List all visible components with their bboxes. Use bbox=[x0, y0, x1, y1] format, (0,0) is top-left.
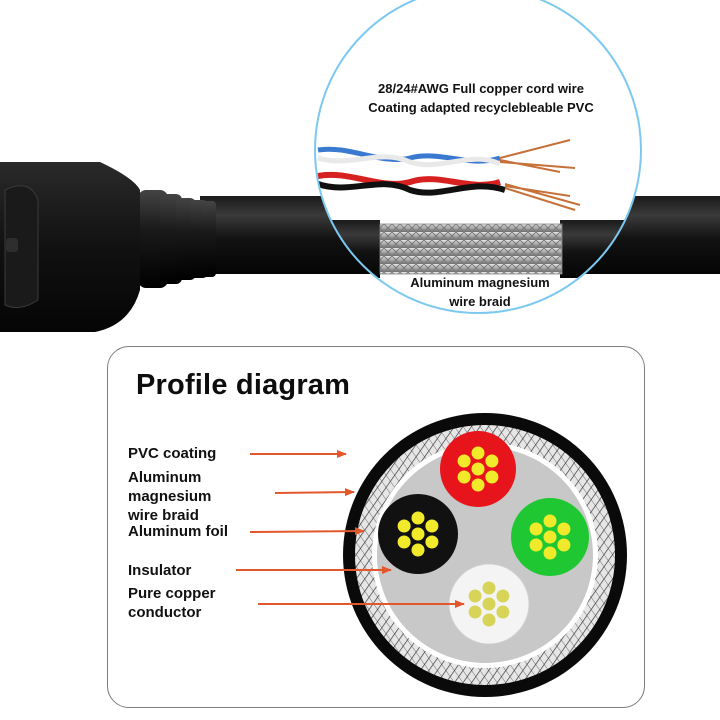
label-line: Insulator bbox=[128, 562, 192, 579]
copper-strand bbox=[496, 605, 510, 619]
copper-strand bbox=[529, 538, 543, 552]
label-line: PVC coating bbox=[128, 445, 217, 462]
profile-diagram-panel: Profile diagram PVC coating Aluminum mag… bbox=[107, 346, 645, 708]
twisted-wires bbox=[317, 139, 581, 211]
label-line: Aluminum bbox=[128, 469, 202, 486]
callout-line-2: Coating adapted recyclebleable PVC bbox=[368, 100, 594, 115]
copper-strand bbox=[543, 530, 557, 544]
copper-strand bbox=[482, 597, 496, 611]
braid-label-line-2: wire braid bbox=[449, 294, 511, 309]
label-line: Aluminum foil bbox=[128, 523, 228, 540]
cable-cross-section bbox=[236, 413, 627, 697]
copper-strand bbox=[457, 470, 471, 484]
copper-strand bbox=[457, 454, 471, 468]
callout-border bbox=[314, 0, 642, 314]
copper-strand bbox=[411, 511, 425, 525]
copper-strand bbox=[485, 454, 499, 468]
copper-strand bbox=[411, 527, 425, 541]
strain-relief bbox=[138, 190, 216, 288]
magnified-callout bbox=[314, 0, 642, 314]
copper-strand bbox=[468, 605, 482, 619]
copper-strand bbox=[482, 581, 496, 595]
copper-strand bbox=[425, 535, 439, 549]
profile-title: Profile diagram bbox=[136, 369, 351, 401]
copper-strand bbox=[557, 538, 571, 552]
braid-section bbox=[380, 224, 562, 274]
copper-strand bbox=[471, 478, 485, 492]
label-aluminum-foil: Aluminum foil bbox=[128, 522, 228, 541]
callout-braid-label: Aluminum magnesium wire braid bbox=[385, 273, 575, 311]
copper-strand bbox=[485, 470, 499, 484]
copper-strand bbox=[557, 522, 571, 536]
label-pvc-coating: PVC coating bbox=[128, 444, 216, 463]
label-line: magnesium bbox=[128, 488, 212, 505]
callout-wire-spec: 28/24#AWG Full copper cord wire Coating … bbox=[318, 79, 644, 117]
copper-strand bbox=[397, 535, 411, 549]
copper-strand bbox=[425, 519, 439, 533]
copper-strand bbox=[543, 514, 557, 528]
callout-arrows bbox=[236, 450, 465, 608]
copper-strand bbox=[482, 613, 496, 627]
copper-strand bbox=[529, 522, 543, 536]
label-braid: Aluminum magnesium wire braid bbox=[128, 468, 211, 525]
copper-strand bbox=[471, 462, 485, 476]
label-insulator: Insulator bbox=[128, 561, 191, 580]
braid-label-line-1: Aluminum magnesium bbox=[410, 275, 550, 290]
copper-strand bbox=[471, 446, 485, 460]
label-line: Pure copper bbox=[128, 585, 216, 602]
label-conductor: Pure copper conductor bbox=[128, 584, 216, 622]
copper-strand bbox=[411, 543, 425, 557]
conductor-strands bbox=[397, 446, 571, 627]
callout-line-1: 28/24#AWG Full copper cord wire bbox=[378, 81, 584, 96]
cable-photo-illustration bbox=[0, 0, 720, 332]
copper-strand bbox=[468, 589, 482, 603]
copper-strand bbox=[397, 519, 411, 533]
label-line: conductor bbox=[128, 604, 202, 621]
copper-strand bbox=[496, 589, 510, 603]
copper-strand bbox=[543, 546, 557, 560]
arrow-braid bbox=[274, 488, 355, 497]
arrow-foil bbox=[249, 527, 365, 536]
label-line: wire braid bbox=[128, 507, 199, 524]
connector-plug bbox=[0, 162, 140, 332]
